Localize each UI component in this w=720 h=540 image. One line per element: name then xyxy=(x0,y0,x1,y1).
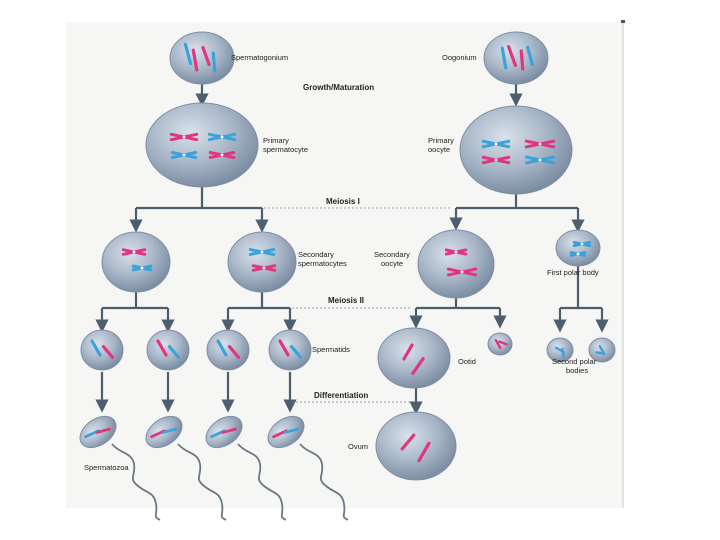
label-primary-oocyte-line2: oocyte xyxy=(428,145,450,154)
sperm-tails xyxy=(111,443,349,521)
label-second-polar-bodies-line1: Second polar xyxy=(552,357,597,366)
label-secondary-spermatocytes-line2: spermatocytes xyxy=(298,259,347,268)
stage-growth-maturation: Growth/Maturation xyxy=(303,83,374,92)
sperm-tail-2 xyxy=(177,443,227,521)
cell-ovum xyxy=(375,411,457,481)
connector-lines xyxy=(95,82,609,415)
cell-ootid xyxy=(377,327,451,389)
cell-second-polar-body-a xyxy=(487,332,513,356)
cell-primary-spermatocyte xyxy=(145,102,259,188)
cells-layer xyxy=(79,31,616,481)
cell-second-polar-body-b xyxy=(546,337,574,363)
sperm-tail-3 xyxy=(237,443,287,521)
label-second-polar-bodies-line2: bodies xyxy=(566,366,588,375)
cell-spermatid-4 xyxy=(268,329,312,371)
label-spermatogonium: Spermatogonium xyxy=(231,53,288,62)
label-primary-spermatocyte-line1: Primary xyxy=(263,136,289,145)
cell-spermatozoon-1 xyxy=(79,415,117,449)
stage-differentiation: Differentiation xyxy=(314,391,368,400)
page-edge-tick xyxy=(621,20,625,23)
label-secondary-oocyte-line2: oocyte xyxy=(381,259,403,268)
cell-primary-oocyte xyxy=(459,105,573,195)
page-edge-shadow xyxy=(622,22,624,508)
cell-oogonium xyxy=(483,31,549,85)
label-oogonium: Oogonium xyxy=(442,53,477,62)
label-primary-oocyte-line1: Primary xyxy=(428,136,454,145)
cell-second-polar-body-c xyxy=(588,337,616,363)
sperm-tail-4 xyxy=(299,443,349,521)
label-ovum: Ovum xyxy=(348,442,368,451)
cell-secondary-oocyte xyxy=(417,229,495,299)
stage-meiosis-1: Meiosis I xyxy=(326,197,360,206)
stage-meiosis-2: Meiosis II xyxy=(328,296,364,305)
label-spermatozoa: Spermatozoa xyxy=(84,463,129,472)
cell-spermatozoon-3 xyxy=(205,415,243,449)
label-spermatids: Spermatids xyxy=(312,345,350,354)
label-secondary-spermatocytes-line1: Secondary xyxy=(298,250,334,259)
label-ootid: Ootid xyxy=(458,357,476,366)
cell-spermatogonium xyxy=(169,31,235,85)
cell-spermatid-3 xyxy=(206,329,250,371)
label-secondary-oocyte-line1: Secondary xyxy=(374,250,410,259)
label-first-polar-body: First polar body xyxy=(547,268,599,277)
cell-spermatid-1 xyxy=(80,329,124,371)
cell-secondary-spermatocyte-right xyxy=(227,231,297,293)
sperm-tail-1 xyxy=(111,443,161,521)
cell-secondary-spermatocyte-left xyxy=(101,231,171,293)
cell-spermatozoon-4 xyxy=(267,415,305,449)
labels: Spermatogonium Oogonium Growth/Maturatio… xyxy=(84,53,599,472)
cell-spermatid-2 xyxy=(146,329,190,371)
label-primary-spermatocyte-line2: spermatocyte xyxy=(263,145,308,154)
stage-dashes xyxy=(264,207,452,403)
cell-first-polar-body xyxy=(555,229,601,267)
cell-spermatozoon-2 xyxy=(145,415,183,449)
